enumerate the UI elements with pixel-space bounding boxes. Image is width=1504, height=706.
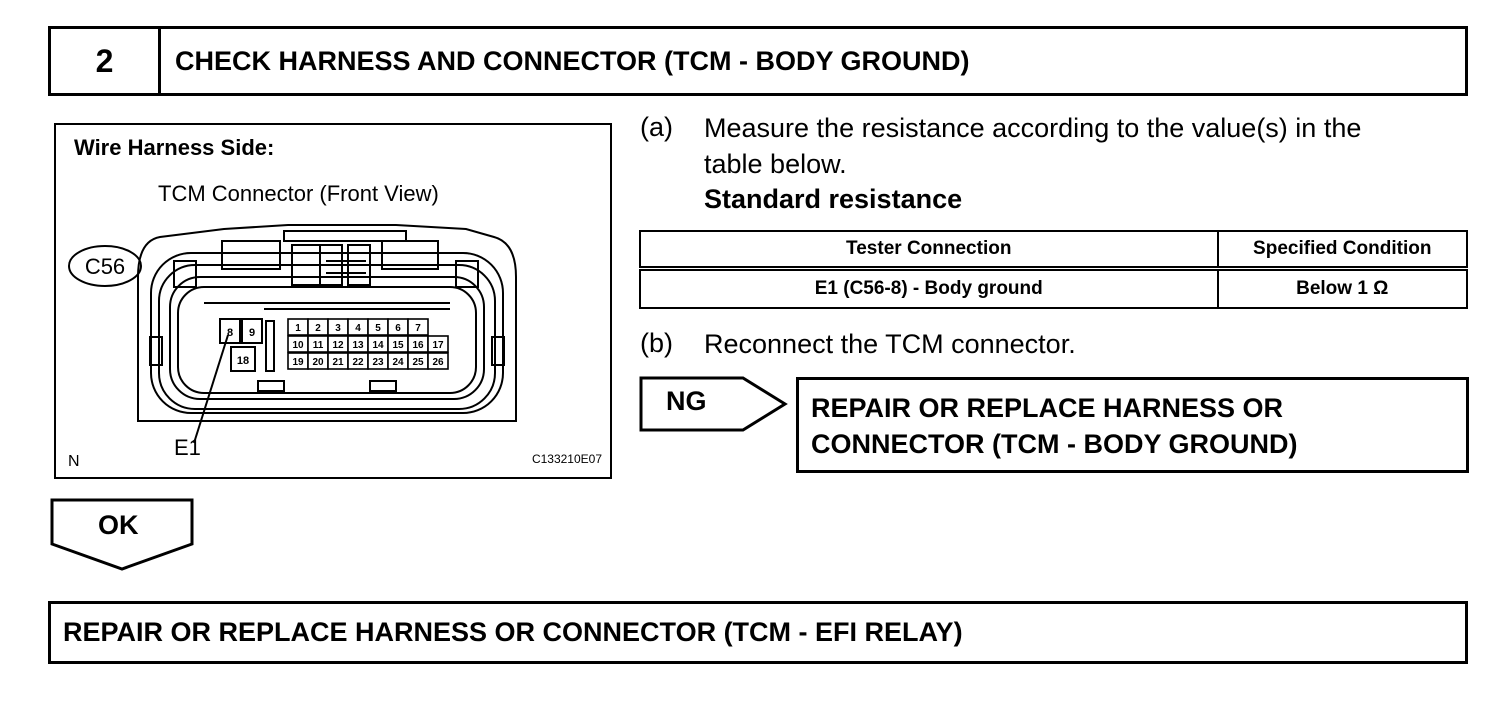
ok-result-box: REPAIR OR REPLACE HARNESS OR CONNECTOR (… <box>48 601 1468 664</box>
wire-harness-side-label: Wire Harness Side: <box>74 135 274 160</box>
pin-18: 18 <box>237 355 249 367</box>
pin-8: 8 <box>227 327 233 339</box>
ok-arrow-icon <box>50 498 194 571</box>
pin-cell <box>427 335 449 353</box>
step-a-line-2: table below. <box>704 149 847 179</box>
pin-5: 5 <box>375 323 381 334</box>
pin-9: 9 <box>249 327 255 339</box>
ng-result-line-2: CONNECTOR (TCM - BODY GROUND) <box>811 429 1298 459</box>
header-tester-connection: Tester Connection <box>639 230 1219 271</box>
pin-19: 19 <box>292 357 304 368</box>
pin-13: 13 <box>352 340 364 351</box>
step-a-line-1: Measure the resistance according to the … <box>704 113 1362 143</box>
step-b-marker: (b) <box>640 328 673 358</box>
pin-25: 25 <box>412 357 424 368</box>
corner-mark: N <box>68 453 80 470</box>
step-number: 2 <box>51 29 161 93</box>
ng-label: NG <box>666 386 707 416</box>
ng-result-line-1: REPAIR OR REPLACE HARNESS OR <box>811 393 1284 423</box>
connector-housing <box>137 224 517 422</box>
step-title: CHECK HARNESS AND CONNECTOR (TCM - BODY … <box>175 45 970 76</box>
ok-label: OK <box>98 510 139 540</box>
pin-11: 11 <box>313 340 324 351</box>
pin-row-1: 1 2 3 4 5 6 7 <box>287 318 429 336</box>
e1-callout: E1 <box>174 435 201 460</box>
step-a-marker: (a) <box>640 112 673 142</box>
pin-23: 23 <box>372 357 384 368</box>
figure-code: C133210E07 <box>532 452 602 466</box>
resistance-table: Tester Connection Specified Condition E1… <box>639 230 1468 309</box>
pin-6: 6 <box>395 323 401 334</box>
step-a-text: Measure the resistance according to the … <box>704 110 1361 182</box>
pin-4: 4 <box>355 323 361 334</box>
pin-cell <box>427 352 449 370</box>
e1-leader-line <box>193 334 229 444</box>
pin-16: 16 <box>412 340 424 351</box>
pin-1: 1 <box>295 323 301 334</box>
cell-tester-connection: E1 (C56-8) - Body ground <box>639 267 1219 309</box>
cell-specified-condition: Below 1 Ω <box>1216 267 1468 309</box>
pin-24: 24 <box>392 357 404 368</box>
pin-3: 3 <box>335 323 341 334</box>
connector-figure: Wire Harness Side: TCM Connector (Front … <box>54 123 612 479</box>
ng-result-box: REPAIR OR REPLACE HARNESS OR CONNECTOR (… <box>796 377 1469 473</box>
standard-resistance-label: Standard resistance <box>704 184 963 214</box>
pin-10: 10 <box>292 340 304 351</box>
ng-arrow-icon <box>639 376 788 432</box>
step-b-text: Reconnect the TCM connector. <box>704 329 1076 359</box>
header-specified-condition: Specified Condition <box>1216 230 1468 271</box>
pin-7: 7 <box>415 323 421 334</box>
pin-cell <box>407 318 429 336</box>
pin-2: 2 <box>315 323 321 334</box>
table-row: E1 (C56-8) - Body ground Below 1 Ω <box>639 267 1468 309</box>
tcm-connector-label: TCM Connector (Front View) <box>158 181 439 206</box>
pin-20: 20 <box>312 357 324 368</box>
connector-diagram: Wire Harness Side: TCM Connector (Front … <box>68 135 602 470</box>
pin-row-3: 19 20 21 22 23 24 25 26 <box>287 352 449 370</box>
pin-row-2: 10 11 12 13 14 15 16 17 <box>287 335 449 353</box>
pin-22: 22 <box>352 357 364 368</box>
pin-21: 21 <box>332 357 344 368</box>
connector-id-label: C56 <box>85 254 125 279</box>
pin-15: 15 <box>392 340 404 351</box>
table-header-row: Tester Connection Specified Condition <box>639 230 1468 271</box>
step-header: 2 CHECK HARNESS AND CONNECTOR (TCM - BOD… <box>48 26 1468 96</box>
pin-26: 26 <box>432 357 444 368</box>
pin-17: 17 <box>432 340 444 351</box>
pin-12: 12 <box>332 340 344 351</box>
connector-id-ellipse <box>68 245 142 287</box>
pin-14: 14 <box>372 340 384 351</box>
